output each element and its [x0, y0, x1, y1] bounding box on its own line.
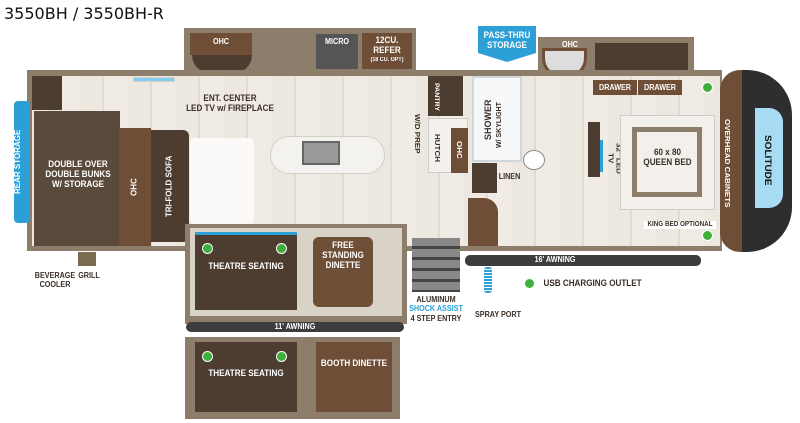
usb-outlet-icon — [702, 82, 713, 93]
door — [468, 198, 498, 246]
refer-label: 12CU. REFER — [373, 35, 401, 55]
booth-dinette-label: BOOTH DINETTE — [320, 358, 388, 368]
front-window — [755, 108, 783, 208]
beverage-cooler-label: BEVERAGE COOLER — [34, 271, 76, 289]
linen-shelf — [472, 163, 497, 193]
kitchen-ohc — [190, 33, 252, 55]
pass-thru-label: PASS-THRU STORAGE — [483, 30, 531, 50]
free-dinette-label: FREE STANDING DINETTE — [322, 240, 364, 270]
shower — [472, 76, 522, 162]
entry-label-3: 4 STEP ENTRY — [410, 314, 462, 323]
drawer-2 — [638, 80, 682, 95]
awning-16-label: 16' AWNING — [534, 255, 576, 264]
page-title: 3550BH / 3550BH-R — [4, 4, 164, 23]
rear-ohc — [119, 128, 151, 246]
usb-outlet-icon — [276, 351, 287, 362]
hutch-label: HUTCH — [433, 134, 442, 162]
refrigerator — [362, 33, 412, 69]
pantry — [428, 76, 463, 116]
theatre-seating-1-label: THEATRE SEATING — [208, 261, 284, 271]
drawer-2-label: DRAWER — [643, 83, 677, 92]
booth-dinette — [316, 342, 392, 412]
drawer-1-label: DRAWER — [598, 83, 632, 92]
rear-storage-tab — [14, 101, 30, 223]
ent-center-label: ENT. CENTER — [203, 93, 257, 103]
ent-center — [192, 55, 252, 73]
drawer-1 — [593, 80, 637, 95]
grill-icon — [78, 252, 96, 266]
rear-storage-label: REAR STORAGE — [13, 129, 22, 195]
grill-label: GRILL — [78, 271, 100, 280]
overhead-cabinets — [720, 70, 742, 252]
spray-port-label: SPRAY PORT — [474, 310, 522, 319]
refer-opt-label: (18 CU. OPT) — [370, 57, 404, 63]
linen-label: LINEN — [498, 172, 521, 181]
hutch-ohc — [451, 128, 468, 173]
bed-label: QUEEN BED — [643, 157, 692, 167]
rear-ohc-label: OHC — [129, 178, 139, 196]
island-sink — [302, 141, 340, 165]
tv-stand — [588, 122, 600, 177]
shower-label: SHOWER — [483, 99, 493, 141]
kitchen-ohc-label: OHC — [212, 37, 230, 46]
skylight-label: W/ SKYLIGHT — [496, 102, 503, 148]
awning-11 — [186, 322, 404, 332]
wd-prep-label: W/D PREP — [413, 114, 422, 154]
tv-screen — [600, 140, 603, 172]
king-bed-label: KING BED OPTIONAL — [644, 221, 716, 229]
bunk-shelf — [32, 76, 62, 110]
bunks — [34, 111, 120, 246]
entry-label-2: SHOCK ASSIST — [409, 304, 463, 313]
pantry-label: PANTRY — [433, 83, 440, 111]
usb-legend-label: USB CHARGING OUTLET — [543, 278, 642, 288]
tv-fireplace-label: LED TV w/ FIREPLACE — [186, 103, 274, 113]
bath-ohc-label: OHC — [561, 40, 579, 49]
usb-outlet-icon — [202, 243, 213, 254]
usb-outlet-icon — [276, 243, 287, 254]
usb-outlet-icon — [702, 230, 713, 241]
window — [133, 77, 175, 82]
tv-label: 32" LED TV — [606, 142, 623, 174]
spray-hose-icon — [484, 267, 492, 293]
bunks-label: DOUBLE OVER DOUBLE BUNKS W/ STORAGE — [45, 159, 111, 189]
usb-legend-icon — [524, 278, 535, 289]
closet-rack — [595, 43, 688, 71]
bed-size-label: 60 x 80 — [653, 147, 682, 157]
micro-label: MICRO — [324, 37, 349, 46]
rug — [190, 138, 254, 224]
theatre-seating-2-label: THEATRE SEATING — [208, 368, 284, 378]
free-standing-dinette — [313, 237, 373, 307]
toilet — [523, 150, 545, 170]
hutch-ohc-label: OHC — [455, 141, 464, 159]
awning-11-label: 11' AWNING — [274, 322, 316, 331]
usb-outlet-icon — [202, 351, 213, 362]
mattress — [632, 127, 702, 197]
tri-fold-sofa — [151, 130, 189, 242]
overhead-label: OVERHEAD CABINETS — [723, 118, 732, 208]
awning-16 — [465, 255, 701, 266]
entry-steps — [412, 238, 460, 292]
microwave — [316, 34, 358, 69]
entry-label-1: ALUMINUM — [416, 295, 456, 304]
brand-logo: SOLITUDE — [762, 134, 773, 186]
sofa-label: TRI-FOLD SOFA — [164, 155, 174, 217]
